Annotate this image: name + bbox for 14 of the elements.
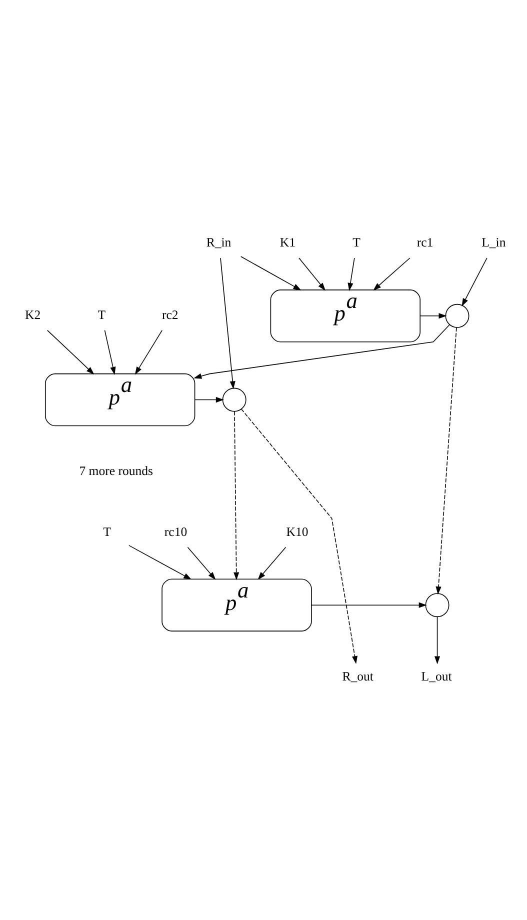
node-text: K2 (25, 307, 41, 322)
node-text: rc1 (416, 235, 434, 250)
node-text: R_out (342, 668, 374, 683)
node-text: T (103, 524, 112, 538)
node-text: T (352, 235, 360, 250)
node-text: T (98, 307, 106, 322)
node-text: rc10 (164, 524, 188, 538)
label: 7 more rounds (79, 464, 153, 478)
node-text: L_out (421, 668, 452, 683)
node-text: K1 (280, 235, 296, 250)
node-text: rc2 (162, 307, 178, 322)
node-text: L_in (482, 235, 506, 250)
node-text: R_in (206, 235, 232, 250)
node-text: K10 (286, 524, 308, 538)
